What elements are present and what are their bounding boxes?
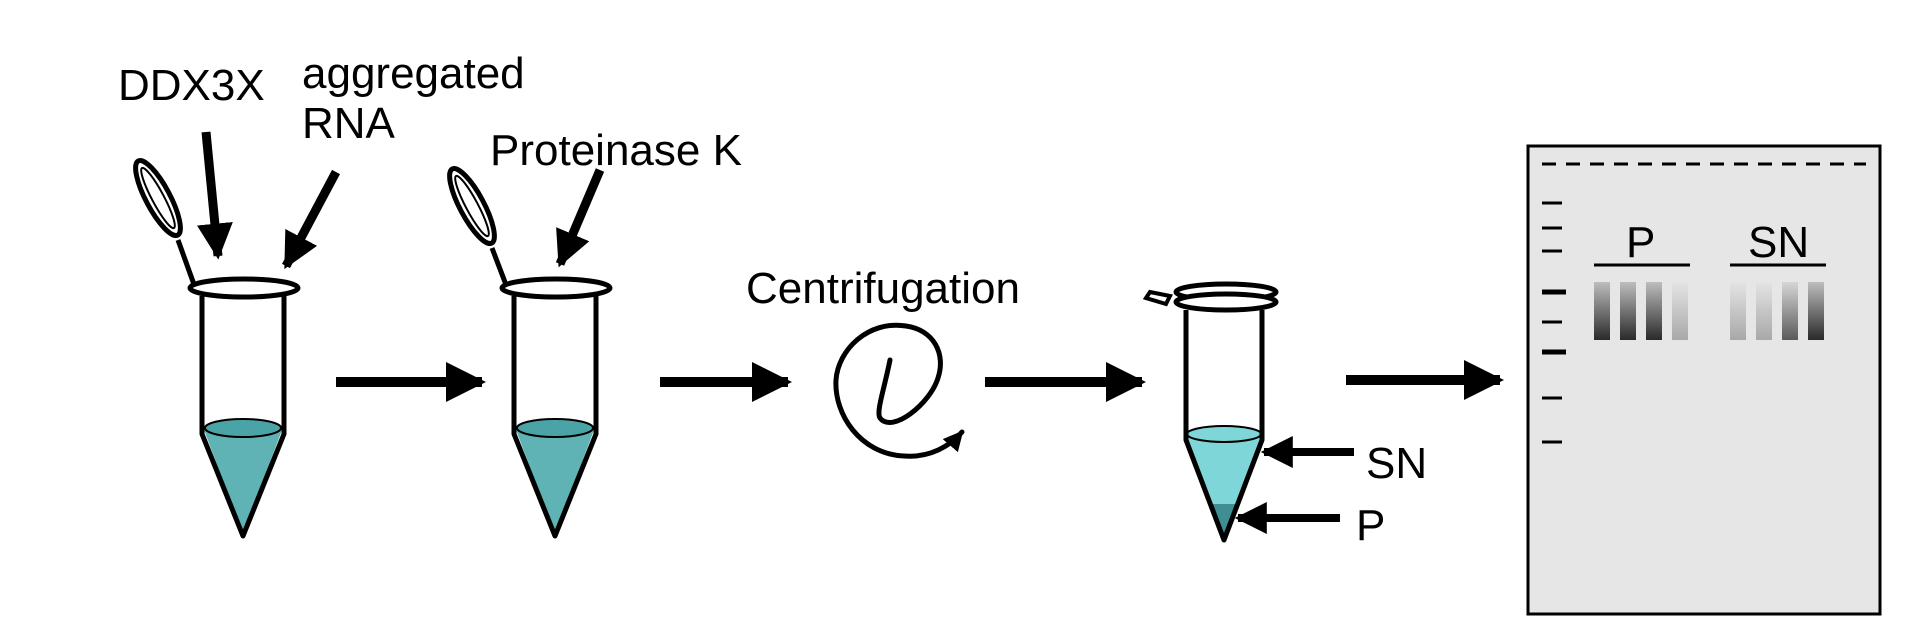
gel-label-p: P	[1626, 218, 1655, 267]
gel-band	[1594, 282, 1610, 340]
tube-1-body	[199, 296, 287, 539]
gel-band	[1782, 282, 1798, 340]
label-ddx3x: DDX3X	[118, 61, 265, 110]
tube-3-cap	[1142, 289, 1173, 307]
gel-band	[1808, 282, 1824, 340]
gel: P SN	[1526, 144, 1882, 616]
centrifugation-spiral-icon	[833, 322, 965, 459]
tube-3-pellet	[1211, 504, 1237, 538]
tube-1-rim	[187, 276, 301, 300]
gel-band	[1646, 282, 1662, 340]
gel-lanes-p	[1594, 282, 1688, 340]
gel-background	[1526, 144, 1882, 616]
tube-3-supernatant	[1186, 436, 1262, 506]
gel-band	[1672, 282, 1688, 340]
tube-1	[133, 157, 301, 539]
label-aggregated: aggregated	[302, 49, 525, 98]
gel-band	[1756, 282, 1772, 340]
tube-2-liquid	[516, 430, 594, 534]
arrow-ddx3x	[196, 131, 233, 260]
tube-3	[1142, 281, 1279, 543]
gel-ladder	[1542, 201, 1566, 444]
label-centrifugation: Centrifugation	[746, 264, 1020, 313]
tube-2	[447, 165, 613, 539]
tube-2-body	[511, 296, 599, 539]
gel-label-sn: SN	[1748, 218, 1809, 267]
label-p: P	[1356, 501, 1385, 550]
gel-band	[1620, 282, 1636, 340]
gel-lanes-sn	[1730, 282, 1824, 340]
tube-2-rim	[499, 276, 613, 300]
arrow-rna	[282, 169, 340, 270]
label-sn: SN	[1366, 439, 1427, 488]
label-rna: RNA	[302, 99, 396, 148]
label-proteinase-k: Proteinase K	[490, 126, 742, 175]
tube-1-liquid	[204, 430, 282, 534]
tube-2-lid	[447, 165, 497, 247]
gel-band	[1730, 282, 1746, 340]
arrow-proteinase	[555, 168, 605, 268]
tube-1-lid	[133, 157, 183, 239]
tube-3-body	[1183, 310, 1265, 543]
